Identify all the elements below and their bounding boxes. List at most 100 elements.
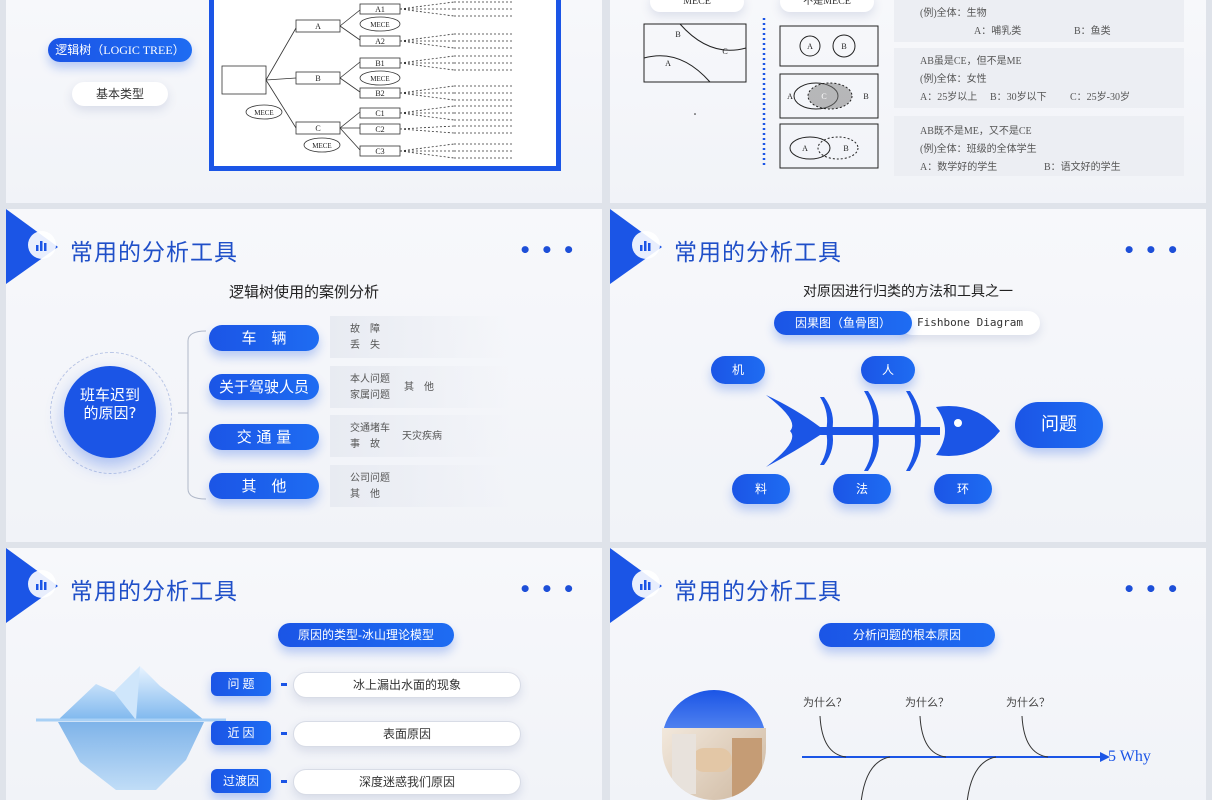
tag-transitional[interactable]: 过渡因	[211, 769, 271, 793]
more-dots-icon[interactable]: • • •	[518, 577, 576, 601]
slide-title: 常用的分析工具	[70, 579, 238, 605]
tag-proximate[interactable]: 近 因	[211, 721, 271, 745]
ex1-line-1: (例)全体：生物	[920, 8, 987, 19]
tree-node-b: B	[315, 74, 320, 83]
ex3-line-1: AB既不是ME，又不是CE	[920, 126, 1032, 137]
tree-node-b1: B1	[375, 59, 384, 68]
ex3-label-a: A	[802, 144, 808, 153]
item-accident: 事 故	[350, 439, 380, 450]
more-dots-icon[interactable]: • • •	[1122, 577, 1180, 601]
ex2-label-a: A	[787, 92, 793, 101]
cause-method[interactable]: 法	[833, 474, 891, 504]
branch-other-items: 公司问题 其 他	[330, 465, 510, 507]
ex1-label-a: A	[807, 42, 813, 51]
ex3-label-b: B	[843, 144, 848, 153]
slide-logic-tree-case: 常用的分析工具 • • • 逻辑树使用的案例分析 班车迟到的原因? 车 辆 关于…	[6, 209, 602, 542]
tree-node-a2: A2	[375, 37, 385, 46]
tree-node-b2: B2	[375, 89, 384, 98]
tree-mece-1: MECE	[370, 21, 389, 29]
venn-label-b: B	[675, 30, 680, 39]
item-other: 其 他	[350, 489, 380, 500]
desc-transitional: 深度迷惑我们原因	[293, 769, 521, 795]
ex3-line-2: (例)全体：班级的全体学生	[920, 144, 1037, 155]
handshake-photo	[662, 728, 766, 800]
logic-tree-pill[interactable]: 逻辑树（LOGIC TREE）	[48, 38, 192, 62]
item-driver-other: 其 他	[404, 382, 434, 393]
tree-node-c3: C3	[375, 147, 384, 156]
five-why-label: 5 Why	[1108, 748, 1151, 765]
slide-logic-tree-types: 逻辑树（LOGIC TREE） 基本类型	[6, 0, 602, 203]
tree-mece-2: MECE	[370, 75, 389, 83]
slide-five-why: 常用的分析工具 • • • 分析问题的根本原因 为什么？ 为什么？ 为什么？ 5…	[610, 548, 1206, 800]
item-lost: 丢 失	[350, 340, 380, 351]
slide-title: 常用的分析工具	[674, 240, 842, 266]
mece-diagrams-svg: B A C A B A C B A B	[643, 18, 879, 169]
slide-subtitle: 逻辑树使用的案例分析	[228, 283, 379, 301]
more-dots-icon[interactable]: • • •	[1122, 238, 1180, 262]
corner-logo-icon	[610, 209, 662, 284]
branch-traffic[interactable]: 交 通 量	[209, 424, 319, 450]
corner-logo-icon	[6, 548, 58, 623]
cause-environment[interactable]: 环	[934, 474, 992, 504]
ex1-label-b: B	[841, 42, 846, 51]
connector-2	[281, 732, 287, 735]
cause-machine[interactable]: 机	[711, 356, 765, 384]
item-disaster: 天灾疾病	[402, 431, 442, 442]
tree-mece-3: MECE	[254, 109, 273, 117]
connector-3	[281, 780, 287, 783]
logic-tree-diagram: A B C A1 A2 B1 B2 C1 C2 C3 MECE MECE MEC…	[209, 0, 561, 171]
more-dots-icon[interactable]: • • •	[518, 238, 576, 262]
tab-fishbone-en[interactable]: Fishbone Diagram	[900, 311, 1040, 335]
ex2-line-3: A：25岁以上	[920, 92, 978, 103]
ex1-line-2: A：哺乳类	[974, 26, 1022, 37]
connector-1	[281, 683, 287, 686]
tree-node-c1: C1	[375, 109, 384, 118]
item-company: 公司问题	[350, 473, 390, 484]
problem-head[interactable]: 问题	[1015, 402, 1103, 448]
slide-mece-comparison: MECE 不是MECE B A C A B A C B A B	[610, 0, 1206, 203]
logic-tree-svg: A B C A1 A2 B1 B2 C1 C2 C3 MECE MECE MEC…	[221, 1, 514, 159]
ex2-label-c: C	[821, 92, 826, 101]
why-3: 为什么？	[1006, 697, 1050, 709]
center-circle-outer	[50, 352, 172, 474]
ex2-line-1: AB虽是CE，但不是ME	[920, 56, 1022, 67]
branch-traffic-items: 交通堵车 事 故 天灾疾病	[330, 415, 510, 457]
mece-venn-frame	[643, 23, 747, 83]
venn-label-c: C	[722, 47, 727, 56]
ex2-line-4: B：30岁以下	[990, 92, 1047, 103]
branch-driver-items: 本人问题 家属问题 其 他	[330, 366, 510, 408]
example-box-3: AB既不是ME，又不是CE (例)全体：班级的全体学生 A：数学好的学生 B：语…	[894, 116, 1184, 176]
center-text: 班车迟到的原因?	[80, 386, 141, 422]
branch-driver[interactable]: 关于驾驶人员	[209, 374, 319, 400]
example-box-2: AB虽是CE，但不是ME (例)全体：女性 A：25岁以上 B：30岁以下 C：…	[894, 48, 1184, 108]
mece-label: MECE	[650, 0, 744, 12]
cause-material[interactable]: 料	[732, 474, 790, 504]
cause-people[interactable]: 人	[861, 356, 915, 384]
branch-vehicle-items: 故 障 丢 失	[330, 316, 510, 358]
branch-vehicle[interactable]: 车 辆	[209, 325, 319, 351]
slide-title: 常用的分析工具	[70, 240, 238, 266]
ex1-line-3: B：鱼类	[1074, 26, 1111, 37]
tree-mece-4: MECE	[312, 142, 331, 150]
ex2-line-5: C：25岁-30岁	[1070, 92, 1130, 103]
tree-node-a1: A1	[375, 5, 385, 14]
corner-logo-icon	[610, 548, 662, 623]
five-why-diagram-svg	[802, 715, 1110, 800]
desc-proximate: 表面原因	[293, 721, 521, 747]
iceberg-icon	[36, 666, 226, 790]
tree-node-a: A	[315, 22, 321, 31]
not-mece-label: 不是MECE	[780, 0, 874, 12]
slide-title: 常用的分析工具	[674, 579, 842, 605]
item-jam: 交通堵车	[350, 423, 390, 434]
branch-other[interactable]: 其 他	[209, 473, 319, 499]
example-box-1: (例)全体：生物 A：哺乳类 B：鱼类	[894, 0, 1184, 42]
tree-root-box	[221, 65, 267, 95]
iceberg-heading: 原因的类型-冰山理论模型	[278, 623, 454, 647]
fishbone-icon	[766, 391, 1000, 471]
tag-problem[interactable]: 问 题	[211, 672, 271, 696]
root-cause-heading: 分析问题的根本原因	[819, 623, 995, 647]
basic-type-pill[interactable]: 基本类型	[72, 82, 168, 106]
tab-fishbone-cn[interactable]: 因果图（鱼骨图）	[774, 311, 912, 335]
why-1: 为什么？	[803, 697, 847, 709]
tree-node-c2: C2	[375, 125, 384, 134]
